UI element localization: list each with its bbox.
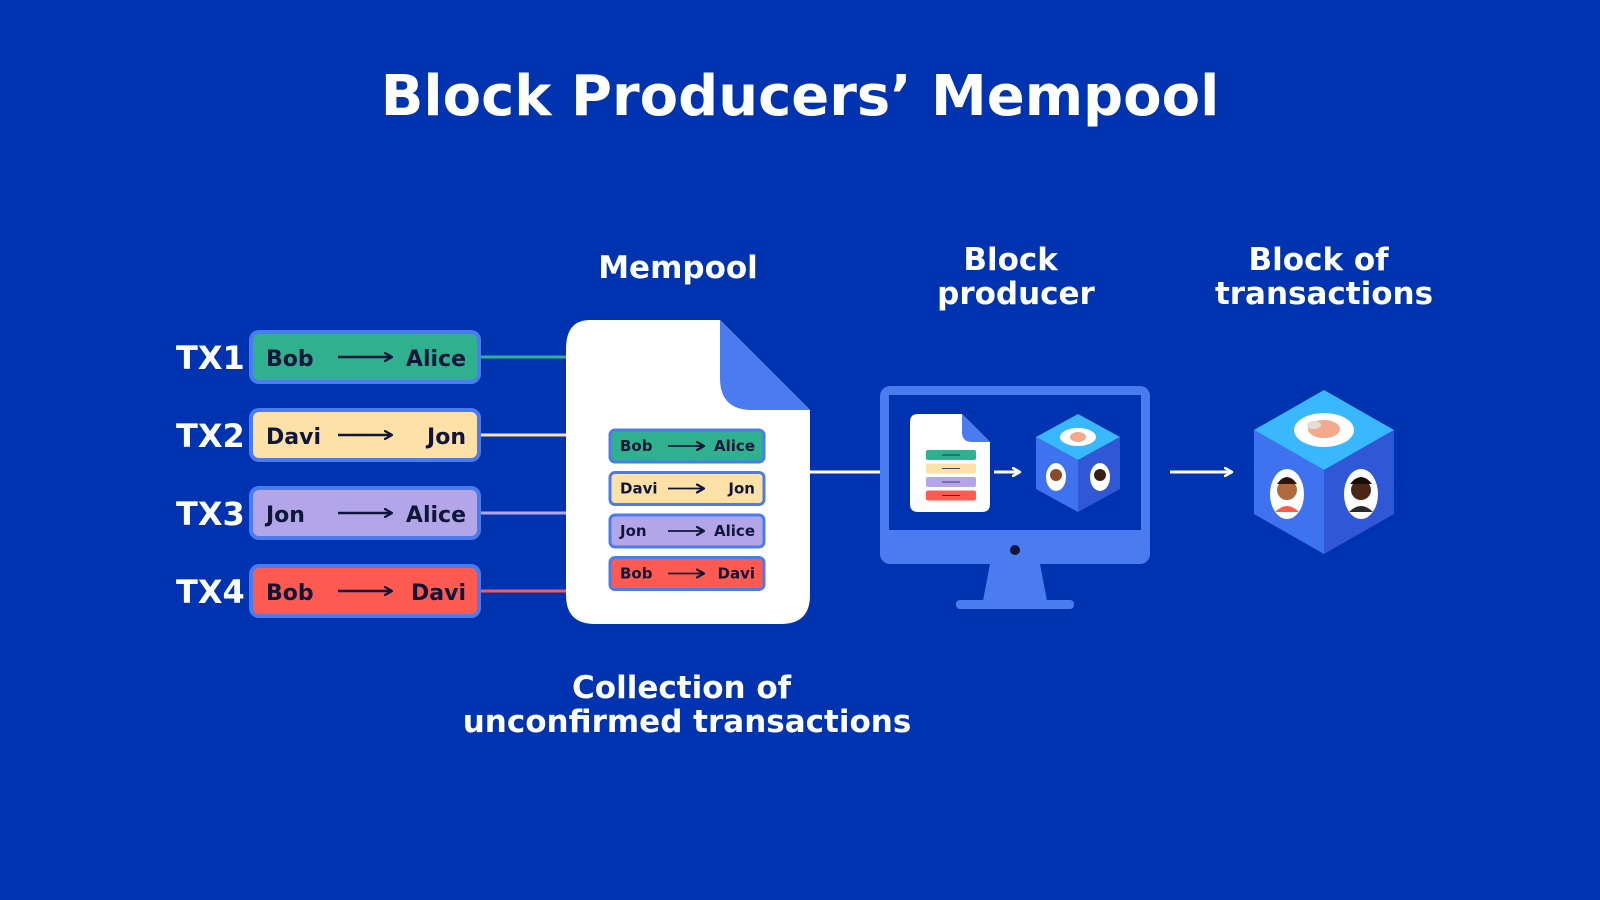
tx-id-label: TX3: [176, 495, 245, 533]
block-producer-label-line2: producer: [937, 276, 1095, 312]
avatar-icon: [1344, 469, 1378, 519]
monitor-transaction-list: [926, 450, 976, 501]
tx-sender: Jon: [264, 503, 305, 528]
mempool-tx-recipient: Davi: [718, 565, 756, 583]
tx-sender: Bob: [266, 347, 314, 372]
caption-line1: Collection of: [572, 670, 792, 706]
tx-recipient: Davi: [411, 581, 466, 606]
block-producer-label: Block producer: [937, 242, 1095, 312]
tx-id-label: TX2: [176, 417, 245, 455]
document-icon: [910, 414, 990, 512]
tx-recipient: Jon: [425, 425, 466, 450]
mempool-tx-sender: Jon: [619, 522, 647, 540]
block-label-line2: transactions: [1215, 276, 1433, 312]
tx-sender: Davi: [266, 425, 321, 450]
mempool-label: Mempool: [598, 250, 758, 286]
mempool-tx-sender: Davi: [620, 480, 658, 498]
caption-line2: unconfirmed transactions: [463, 704, 912, 740]
tx-id-label: TX4: [176, 573, 245, 611]
tx-recipient: Alice: [406, 503, 466, 528]
avatar-icon: [1270, 469, 1304, 519]
block-producer-label-line1: Block: [963, 242, 1059, 278]
mempool-tx-sender: Bob: [620, 437, 653, 455]
mempool-tx-recipient: Alice: [714, 437, 755, 455]
mempool-caption: Collection of unconfirmed transactions: [463, 670, 912, 740]
cube-icon: [1036, 414, 1120, 512]
block-of-transactions-label: Block of transactions: [1215, 242, 1433, 312]
tx-recipient: Alice: [406, 347, 466, 372]
block-label-line1: Block of: [1249, 242, 1390, 278]
mempool-tx-recipient: Jon: [727, 480, 755, 498]
tx-id-label: TX1: [176, 339, 245, 377]
mempool-tx-recipient: Alice: [714, 522, 755, 540]
page-title: Block Producers’ Mempool: [381, 64, 1220, 129]
tx-connectors: [478, 355, 568, 593]
tx-sender: Bob: [266, 581, 314, 606]
mempool-tx-sender: Bob: [620, 565, 653, 583]
avatar-icon: [1294, 413, 1354, 447]
cube-icon: [1254, 390, 1394, 554]
